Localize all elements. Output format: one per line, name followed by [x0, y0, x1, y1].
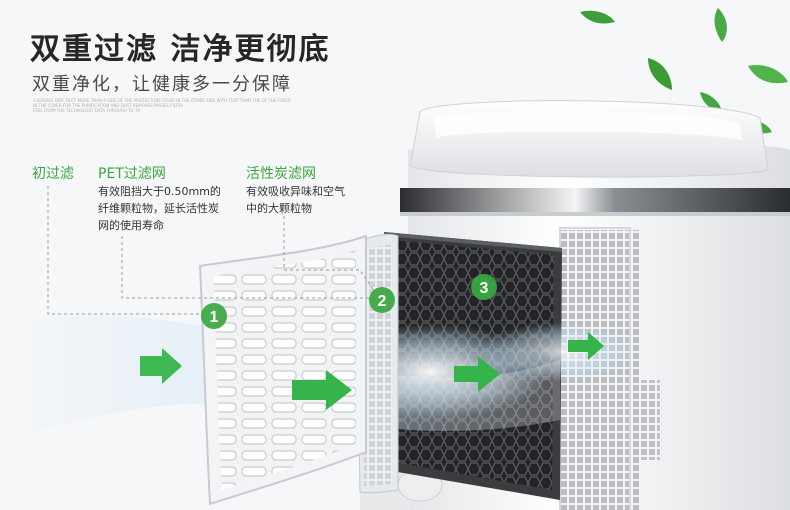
fine-print: A DOUBLE DIRT TEXT: MORE THAN A SIDE OF … [33, 98, 313, 113]
filter-3-label: 活性炭滤网 [246, 166, 316, 182]
air-flow-arrow-icon [140, 348, 182, 384]
filter-2-description: 有效阻挡大于0.50mm的 纤维颗粒物，延长活性炭 网的使用寿命 [98, 185, 221, 232]
leaf-icon [580, 10, 615, 24]
filter-1-label: 初过滤 [32, 166, 74, 182]
marker-2-number: 2 [378, 293, 387, 310]
leader-lines [47, 186, 382, 315]
air-flow-arrow-icon [292, 370, 352, 410]
air-flow-arrow-icon [454, 356, 500, 392]
marker-1-number: 1 [210, 309, 219, 326]
page-title: 双重过滤 洁净更彻底 [30, 32, 331, 67]
filter-3-description: 有效吸收异味和空气 中的大颗粒物 [246, 185, 345, 215]
leaf-icon [714, 8, 727, 42]
air-flow-arrow-icon [568, 332, 604, 360]
marker-3: 3 [471, 274, 497, 300]
marker-1: 1 [201, 303, 227, 329]
fine-print-line: IN THE COVER FOR THE PURIFICATION AND DU… [33, 103, 184, 108]
leaf-icon [748, 64, 788, 84]
page-subtitle: 双重净化，让健康多一分保障 [32, 74, 292, 95]
pre-filter-panel [198, 234, 367, 506]
filter-2-label: PET过滤网 [98, 166, 166, 182]
fine-print-line: A DOUBLE DIRT TEXT: MORE THAN A SIDE OF … [33, 98, 291, 103]
marker-2: 2 [369, 287, 395, 313]
fine-print-line: FEEL FROM THE TECHNOLOGY DATA THROUGH TO… [33, 108, 141, 113]
marker-3-number: 3 [480, 280, 489, 297]
leaf-icon [648, 58, 672, 90]
